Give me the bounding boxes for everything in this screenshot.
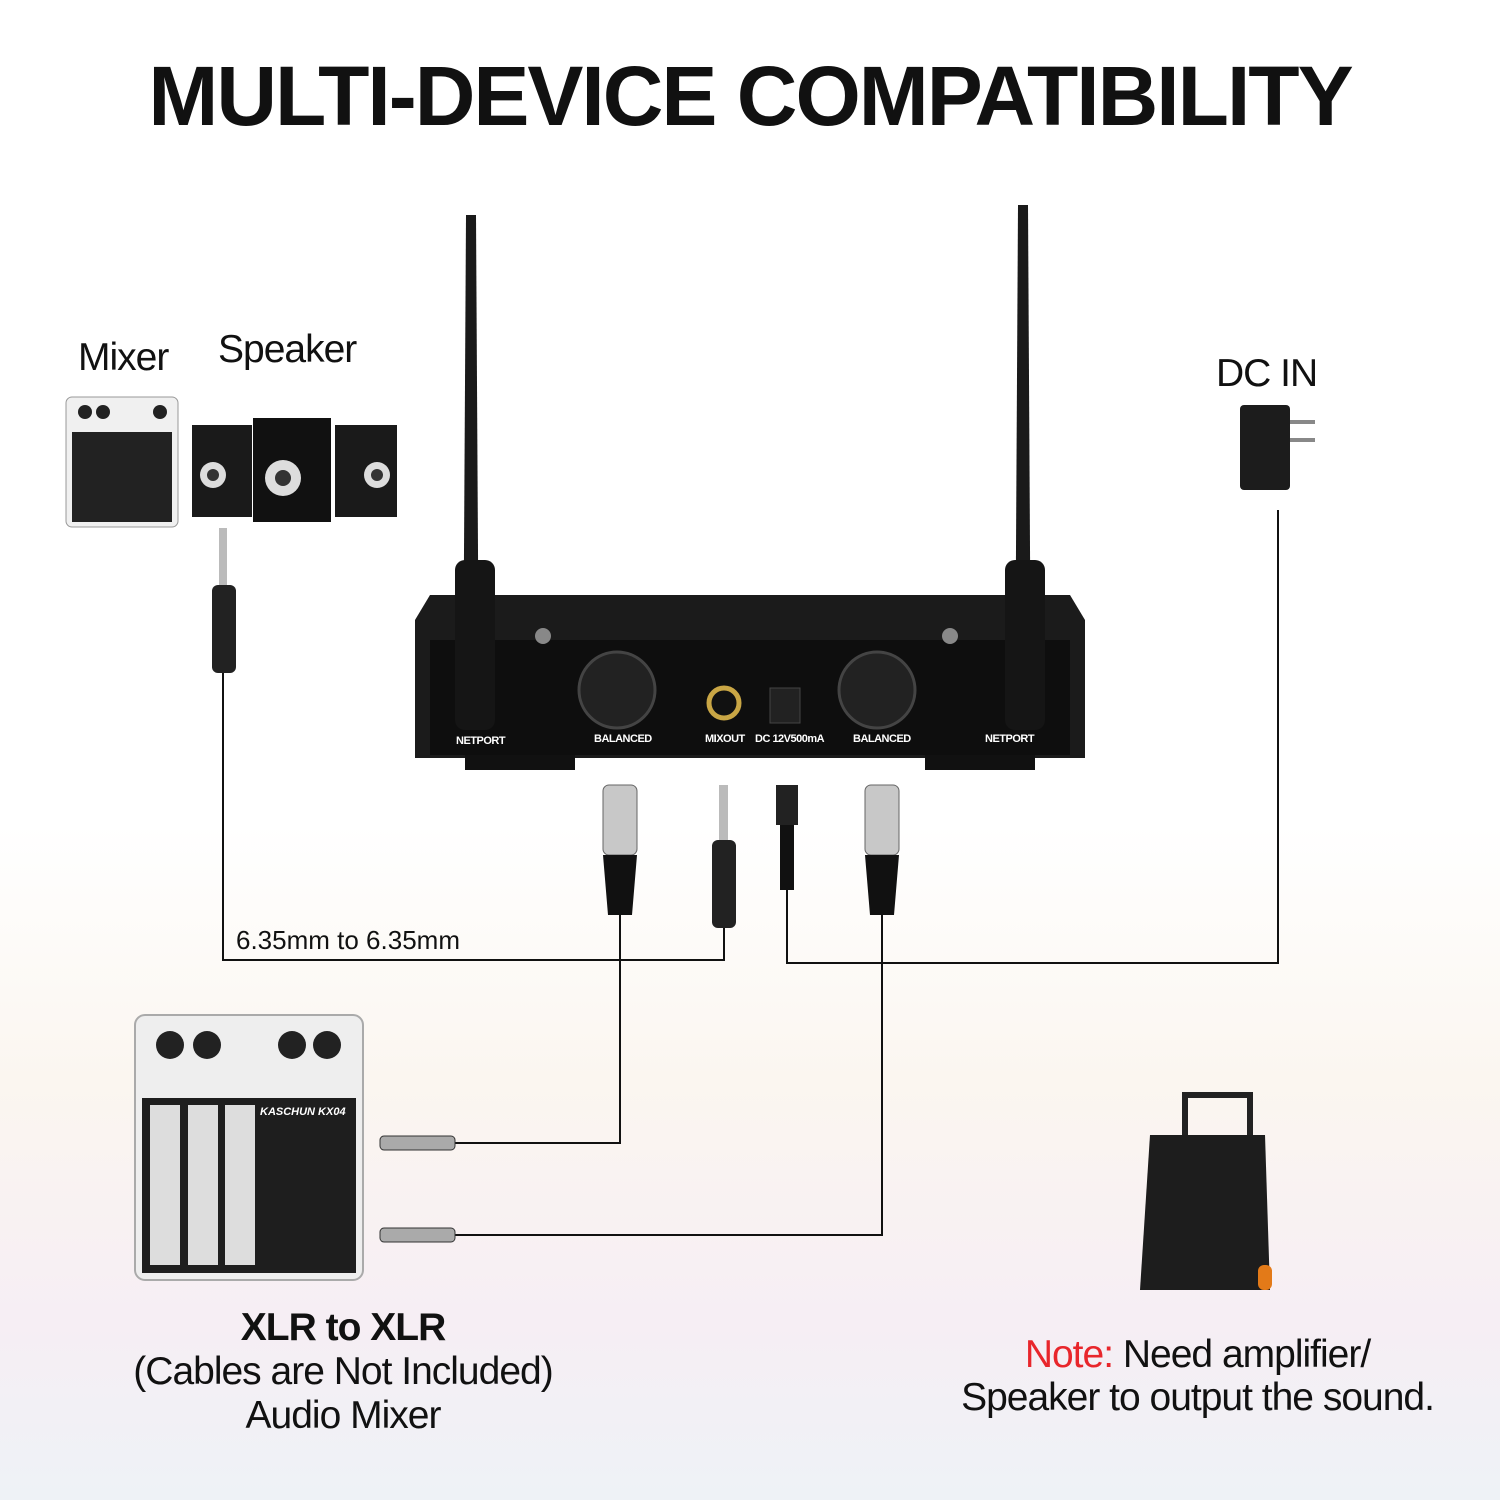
dc-in-label: DC IN: [1216, 352, 1318, 395]
speaker-label: Speaker: [218, 328, 357, 371]
xlr-port-right: [837, 650, 917, 730]
note-line1: Need amplifier/: [1122, 1333, 1371, 1376]
mixer-caption-block: XLR to XLR (Cables are Not Included) Aud…: [100, 1306, 586, 1438]
note-line2: Speaker to output the sound.: [961, 1376, 1435, 1419]
netport-left-label: NETPORT: [456, 735, 506, 747]
cable-line-635: [222, 670, 725, 961]
xlr-connector-2: [864, 784, 900, 915]
dc-power-port: [769, 687, 801, 724]
netport-right-label: NETPORT: [985, 733, 1035, 745]
mixer-label: Mixer: [78, 336, 169, 379]
cables-note: (Cables are Not Included): [133, 1350, 553, 1393]
balanced-left-label: BALANCED: [594, 733, 652, 745]
xlr-connector-1: [602, 784, 638, 915]
antenna-left: [455, 215, 495, 730]
dc-plug: [776, 785, 798, 890]
page-title: MULTI-DEVICE COMPATIBILITY: [148, 49, 1353, 143]
antenna-right: [1005, 205, 1045, 730]
portable-speaker-image: [1140, 1092, 1272, 1290]
xlr-plug-2: [379, 1227, 456, 1243]
wireless-receiver: [415, 595, 1085, 770]
audio-mixer-caption: Audio Mixer: [245, 1394, 442, 1437]
xlr-port-left: [577, 650, 657, 730]
note-prefix: Note:: [1024, 1333, 1114, 1376]
cable-line-xlr-2: [455, 915, 883, 1236]
mixout-jack-port: [706, 685, 742, 721]
power-adapter: [1240, 405, 1315, 490]
balanced-right-label: BALANCED: [853, 733, 911, 745]
mixer-image-top: [65, 396, 179, 528]
cable-line-xlr-1: [455, 915, 621, 1144]
audio-mixer-image: [134, 1014, 364, 1281]
xlr-title: XLR to XLR: [240, 1306, 446, 1349]
note: Note: Need amplifier/ Speaker to output …: [940, 1333, 1455, 1419]
speakers-image: [192, 418, 397, 522]
cable-line-dc: [786, 510, 1279, 964]
dc-spec-label: DC 12V500mA: [755, 733, 825, 745]
cable-label: 6.35mm to 6.35mm: [236, 925, 460, 955]
mixout-label: MIXOUT: [705, 733, 745, 745]
xlr-plug-1: [379, 1135, 456, 1151]
jack-635-plug: [712, 785, 736, 928]
mixer-brand-label: KASCHUN KX04: [260, 1106, 346, 1118]
jack-635-plug-top: [212, 528, 236, 673]
